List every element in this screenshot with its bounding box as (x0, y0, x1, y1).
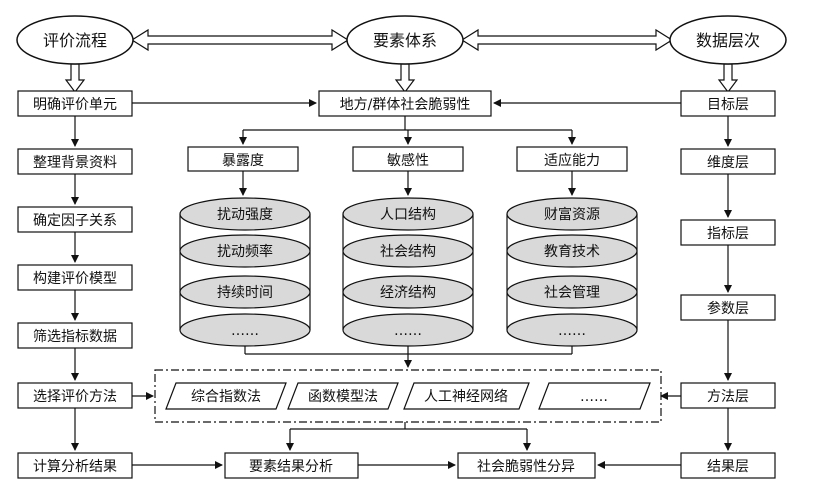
level-label: 目标层 (707, 97, 749, 113)
method-box: 人工神经网络 (403, 382, 530, 410)
step-box: 确定因子关系 (17, 206, 133, 233)
dimension-title: 适应能力 (544, 152, 600, 169)
results-connectors (286, 422, 531, 451)
step-box: 明确评价单元 (17, 90, 133, 117)
level-box: 方法层 (680, 382, 776, 409)
hollow-down-arrow-data (717, 63, 739, 93)
double-arrow-elements-data (460, 28, 674, 52)
data-levels-ellipse: 数据层次 (669, 15, 787, 65)
cylinder-item: 社会管理 (544, 285, 600, 301)
process-ellipse: 评价流程 (16, 15, 134, 65)
data-levels-title: 数据层次 (696, 31, 760, 50)
step-label: 构建评价模型 (33, 271, 117, 287)
dimension-box: 敏感性 (352, 146, 464, 172)
cylinder-item: …… (394, 323, 422, 339)
dimension-connectors (239, 116, 576, 196)
cylinder-sensitivity: 人口结构 社会结构 经济结构 …… (342, 197, 474, 347)
dimension-title: 敏感性 (387, 152, 429, 169)
cylinder-item: 教育技术 (544, 244, 600, 260)
cylinder-item: 经济结构 (380, 285, 436, 301)
cylinder-item: …… (558, 323, 586, 339)
method-label: 函数模型法 (308, 389, 378, 405)
step-label: 整理背景资料 (33, 155, 117, 171)
results: 要素结果分析 社会脆弱性分异 (224, 452, 596, 479)
hollow-down-arrow-process (64, 63, 86, 93)
level-label: 方法层 (707, 389, 749, 405)
level-label: 结果层 (707, 459, 749, 475)
double-arrow-process-elements (130, 28, 350, 52)
step-label: 计算分析结果 (33, 459, 117, 475)
step-label: 筛选指标数据 (33, 329, 117, 345)
methods-dashed-frame (154, 369, 662, 423)
cylinder-item: 扰动频率 (217, 243, 273, 260)
level-label: 指标层 (707, 226, 749, 242)
step-box: 整理背景资料 (17, 148, 133, 175)
dimension-box: 适应能力 (516, 146, 628, 172)
step-label: 选择评价方法 (33, 389, 117, 405)
cylinder-exposure: 扰动强度 扰动频率 持续时间 …… (179, 197, 311, 347)
cylinder-item: 社会结构 (380, 244, 436, 260)
cylinder-merge-connectors (244, 346, 573, 368)
step-label: 明确评价单元 (33, 97, 117, 113)
result-label: 要素结果分析 (249, 459, 333, 475)
method-box: 综合指数法 (165, 382, 287, 410)
cylinder-item: 人口结构 (380, 207, 436, 223)
target-label: 地方/群体社会脆弱性 (340, 96, 471, 113)
level-box: 结果层 (680, 452, 776, 479)
elements-ellipse: 要素体系 (346, 15, 464, 65)
step-box: 构建评价模型 (17, 264, 133, 291)
level-box: 目标层 (680, 90, 776, 117)
level-box: 维度层 (680, 148, 776, 175)
method-box: 函数模型法 (287, 382, 399, 410)
method-box: …… (538, 382, 651, 410)
cylinder-item: 持续时间 (217, 284, 273, 301)
process-steps: 明确评价单元 整理背景资料 确定因子关系 构建评价模型 筛选指标数据 选择评价方… (17, 90, 133, 479)
cylinder-adaptive-capacity: 财富资源 教育技术 社会管理 …… (506, 197, 638, 347)
elements-title: 要素体系 (373, 31, 437, 50)
result-label: 社会脆弱性分异 (477, 458, 575, 475)
level-box: 指标层 (680, 219, 776, 246)
method-label: 人工神经网络 (424, 389, 508, 405)
dimension-box: 暴露度 (187, 146, 299, 172)
target-node: 地方/群体社会脆弱性 (318, 90, 492, 117)
level-box: 参数层 (680, 294, 776, 321)
level-label: 参数层 (707, 300, 749, 317)
cylinder-item: …… (231, 323, 259, 339)
methods-group: 综合指数法 函数模型法 人工神经网络 …… (154, 369, 662, 423)
horizontal-arrows (132, 99, 681, 469)
method-label: 综合指数法 (191, 389, 261, 405)
step-box: 选择评价方法 (17, 382, 133, 409)
hollow-down-arrow-elements (394, 63, 416, 93)
result-element-analysis: 要素结果分析 (224, 452, 359, 479)
cylinder-item: 财富资源 (544, 206, 600, 223)
data-levels: 目标层 维度层 指标层 参数层 方法层 结果层 (680, 90, 776, 479)
process-title: 评价流程 (43, 31, 107, 50)
top-nodes: 评价流程 要素体系 数据层次 (16, 15, 787, 65)
step-box: 计算分析结果 (17, 452, 133, 479)
step-label: 确定因子关系 (33, 213, 117, 229)
step-box: 筛选指标数据 (17, 322, 133, 349)
method-label: …… (580, 389, 608, 405)
dimension-titles: 暴露度 敏感性 适应能力 (187, 146, 628, 172)
cylinder-item: 扰动强度 (217, 207, 273, 223)
level-label: 维度层 (707, 155, 749, 171)
result-differentiation: 社会脆弱性分异 (457, 452, 596, 479)
dimension-title: 暴露度 (222, 153, 264, 169)
